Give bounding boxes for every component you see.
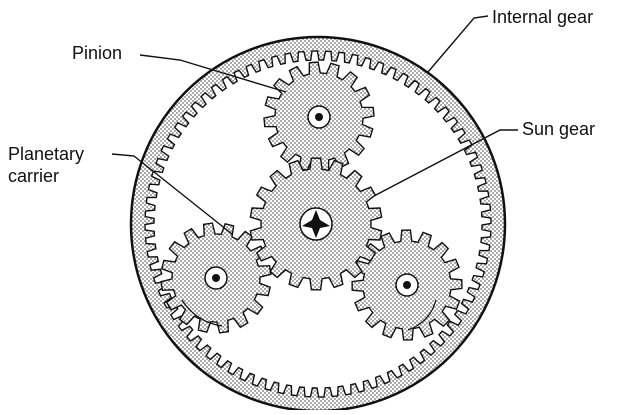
planetary-carrier-label-line2: carrier — [8, 166, 60, 186]
sun-gear-leader-line — [373, 129, 518, 197]
pinion-right-pin — [403, 281, 411, 289]
sun-gear-label: Sun gear — [522, 119, 596, 139]
internal-gear-leader-line — [427, 15, 489, 73]
planetary-carrier-arc-right — [407, 299, 437, 331]
pinion-top-pin — [315, 113, 323, 121]
planetary-carrier-leader-line — [111, 153, 233, 235]
pinion-leader-line — [139, 54, 287, 93]
planetary-carrier-label-line1: Planetary — [8, 144, 85, 164]
planetary-carrier-label: Planetary carrier — [8, 143, 84, 187]
sun-gear-spline — [302, 210, 330, 238]
planetary-carrier-arc-left — [181, 299, 223, 327]
internal-gear-label: Internal gear — [492, 7, 594, 27]
pinion-label: Pinion — [72, 43, 123, 63]
pinion-left-pin — [212, 274, 220, 282]
